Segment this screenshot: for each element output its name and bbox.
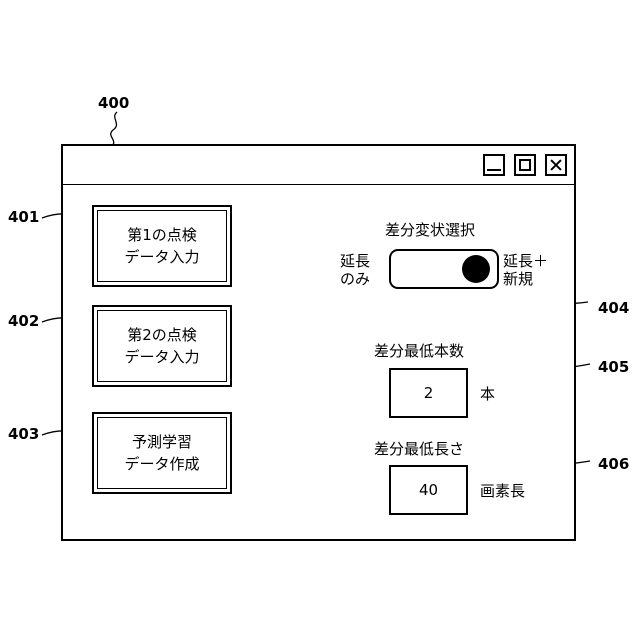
ref-404: 404 — [598, 301, 629, 316]
prediction-label-line2: データ作成 — [124, 453, 199, 475]
toggle-right-label-line2: 新規 — [503, 270, 533, 288]
toggle-knob[interactable] — [462, 255, 490, 283]
min-length-unit: 画素長 — [480, 482, 525, 500]
diff-shape-toggle[interactable] — [389, 249, 499, 289]
min-length-label: 差分最低長さ — [374, 440, 464, 458]
maximize-icon[interactable] — [514, 154, 536, 176]
ref-406: 406 — [598, 457, 629, 472]
first-inspection-label-line2: データ入力 — [124, 246, 199, 268]
app-window: 第1の点検 データ入力 第2の点検 データ入力 予測学習 データ作成 差分変状選… — [61, 144, 576, 541]
diff-shape-select-title: 差分変状選択 — [385, 221, 475, 239]
close-icon[interactable] — [545, 154, 567, 176]
second-inspection-label-line2: データ入力 — [124, 346, 199, 368]
toggle-right-label-line1: 延長＋ — [503, 252, 548, 270]
prediction-data-create-button[interactable]: 予測学習 データ作成 — [92, 412, 232, 494]
toggle-left-label-line1: 延長 — [340, 252, 370, 270]
ref-400: 400 — [98, 96, 129, 111]
first-inspection-input-button[interactable]: 第1の点検 データ入力 — [92, 205, 232, 287]
title-bar-divider — [63, 184, 574, 185]
ref-403: 403 — [8, 427, 39, 442]
ref-401: 401 — [8, 210, 39, 225]
leader-400 — [111, 112, 117, 146]
ref-402: 402 — [8, 314, 39, 329]
min-count-label: 差分最低本数 — [374, 342, 464, 360]
second-inspection-input-button[interactable]: 第2の点検 データ入力 — [92, 305, 232, 387]
min-count-input[interactable]: 2 — [389, 368, 468, 418]
first-inspection-label-line1: 第1の点検 — [127, 224, 197, 246]
ref-405: 405 — [598, 360, 629, 375]
toggle-left-label-line2: のみ — [340, 270, 370, 288]
prediction-label-line1: 予測学習 — [132, 431, 192, 453]
second-inspection-label-line1: 第2の点検 — [127, 324, 197, 346]
min-count-unit: 本 — [480, 385, 495, 403]
minimize-icon[interactable] — [483, 154, 505, 176]
min-length-input[interactable]: 40 — [389, 465, 468, 515]
